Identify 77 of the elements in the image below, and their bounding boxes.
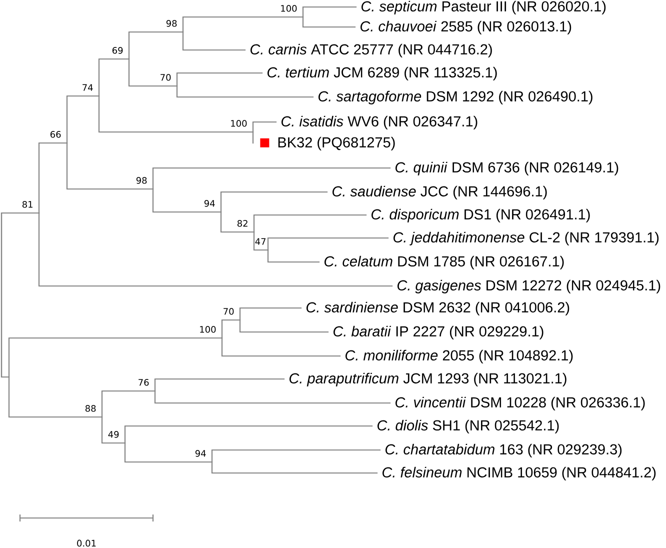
branch-line: [182, 31, 246, 51]
taxon-label: C. felsineum NCIMB 10659 (NR 044841.2): [382, 466, 656, 480]
branch-line: [152, 167, 391, 190]
taxon-label: BK32 (PQ681275): [260, 136, 395, 150]
taxon-label: C. diolis SH1 (NR 025542.1): [378, 420, 559, 434]
branch-line: [38, 212, 393, 287]
branch-line: [38, 142, 68, 214]
bootstrap-value: 47: [255, 238, 266, 245]
bootstrap-value: 49: [108, 430, 119, 438]
branch-line: [221, 337, 341, 357]
bootstrap-value: 66: [50, 130, 61, 138]
branch-line: [220, 191, 328, 213]
taxon-label: C. baratii IP 2227 (NR 029229.1): [334, 326, 544, 340]
taxon-label: C. saudiense JCC (NR 144696.1): [332, 186, 547, 200]
bootstrap-value: 70: [160, 74, 171, 81]
branch-line: [267, 249, 320, 263]
branch-line: [253, 231, 269, 251]
taxon-label: C. celatum DSM 1785 (NR 026167.1): [324, 256, 564, 270]
bootstrap-value: 98: [166, 20, 177, 27]
taxon-label: C. carnis ATCC 25777 (NR 044716.2): [250, 44, 492, 58]
branch-line: [220, 211, 255, 233]
taxon-label: C. gasigenes DSM 12272 (NR 024945.1): [398, 280, 660, 294]
bootstrap-value: 88: [85, 404, 96, 412]
bootstrap-value: 74: [82, 84, 93, 91]
branch-line: [66, 95, 100, 144]
branch-line: [211, 449, 381, 463]
taxon-label: C. moniliforme 2055 (NR 104892.1): [346, 350, 573, 364]
taxon-label: C. sartagoforme DSM 1292 (NR 026490.1): [318, 90, 592, 104]
branch-line: [239, 319, 329, 333]
branch-line: [211, 461, 378, 474]
branch-line: [302, 6, 357, 18]
taxon-label: C. chartatabidum 163 (NR 029239.3): [386, 444, 622, 458]
branch-line: [176, 85, 314, 98]
bootstrap-value: 70: [224, 308, 234, 315]
bootstrap-value: 76: [138, 378, 149, 386]
taxon-label: C. sardiniense DSM 2632 (NR 041006.2): [306, 302, 570, 316]
branch-line: [221, 319, 241, 339]
taxon-label: C. isatidis WV6 (NR 026347.1): [282, 116, 478, 130]
taxon-label: C. quinii DSM 6736 (NR 026149.1): [396, 162, 618, 176]
bootstrap-value: 94: [195, 450, 206, 457]
branch-line: [98, 58, 130, 97]
bootstrap-value: 100: [200, 326, 216, 333]
branch-line: [239, 307, 302, 321]
branch-line: [302, 16, 356, 28]
branch-line: [98, 95, 254, 133]
branch-line: [128, 58, 178, 87]
taxon-label: C. vincentii DSM 10228 (NR 026336.1): [396, 396, 645, 410]
taxon-label: C. disporicum DS1 (NR 026491.1): [372, 208, 590, 222]
branch-line: [124, 442, 213, 463]
branch-line: [176, 72, 263, 87]
branch-line: [154, 390, 391, 404]
bootstrap-value: 94: [204, 200, 215, 207]
branch-line: [101, 416, 126, 444]
taxon-label: C. paraputrificum JCM 1293 (NR 113021.1): [290, 372, 566, 386]
taxon-label: C. tertium JCM 6289 (NR 113325.1): [268, 66, 497, 80]
taxon-label: C. jeddahitimonense CL-2 (NR 179391.1): [394, 232, 659, 246]
branch-line: [152, 188, 222, 213]
branch-line: [128, 31, 184, 60]
bootstrap-value: 98: [136, 176, 147, 184]
taxon-label: C. chauvoei 2585 (NR 026013.1): [360, 20, 572, 34]
bootstrap-value: 81: [22, 200, 32, 208]
branch-line: [101, 390, 156, 418]
branch-line: [267, 237, 389, 251]
branch-line: [154, 378, 285, 392]
branch-line: [182, 16, 304, 33]
bootstrap-value: 82: [237, 220, 248, 227]
taxon-label: C. septicum Pasteur III (NR 026020.1): [362, 0, 606, 14]
branch-line: [66, 142, 154, 190]
branch-line: [124, 425, 373, 444]
bootstrap-value: 69: [112, 47, 123, 54]
bootstrap-value: 100: [231, 120, 247, 127]
branch-line: [252, 131, 254, 144]
branch-line: [0, 212, 103, 418]
scale-label: 0.01: [77, 540, 96, 547]
branch-line: [253, 214, 367, 233]
branch-line: [252, 121, 277, 133]
bootstrap-value: 100: [281, 5, 297, 12]
